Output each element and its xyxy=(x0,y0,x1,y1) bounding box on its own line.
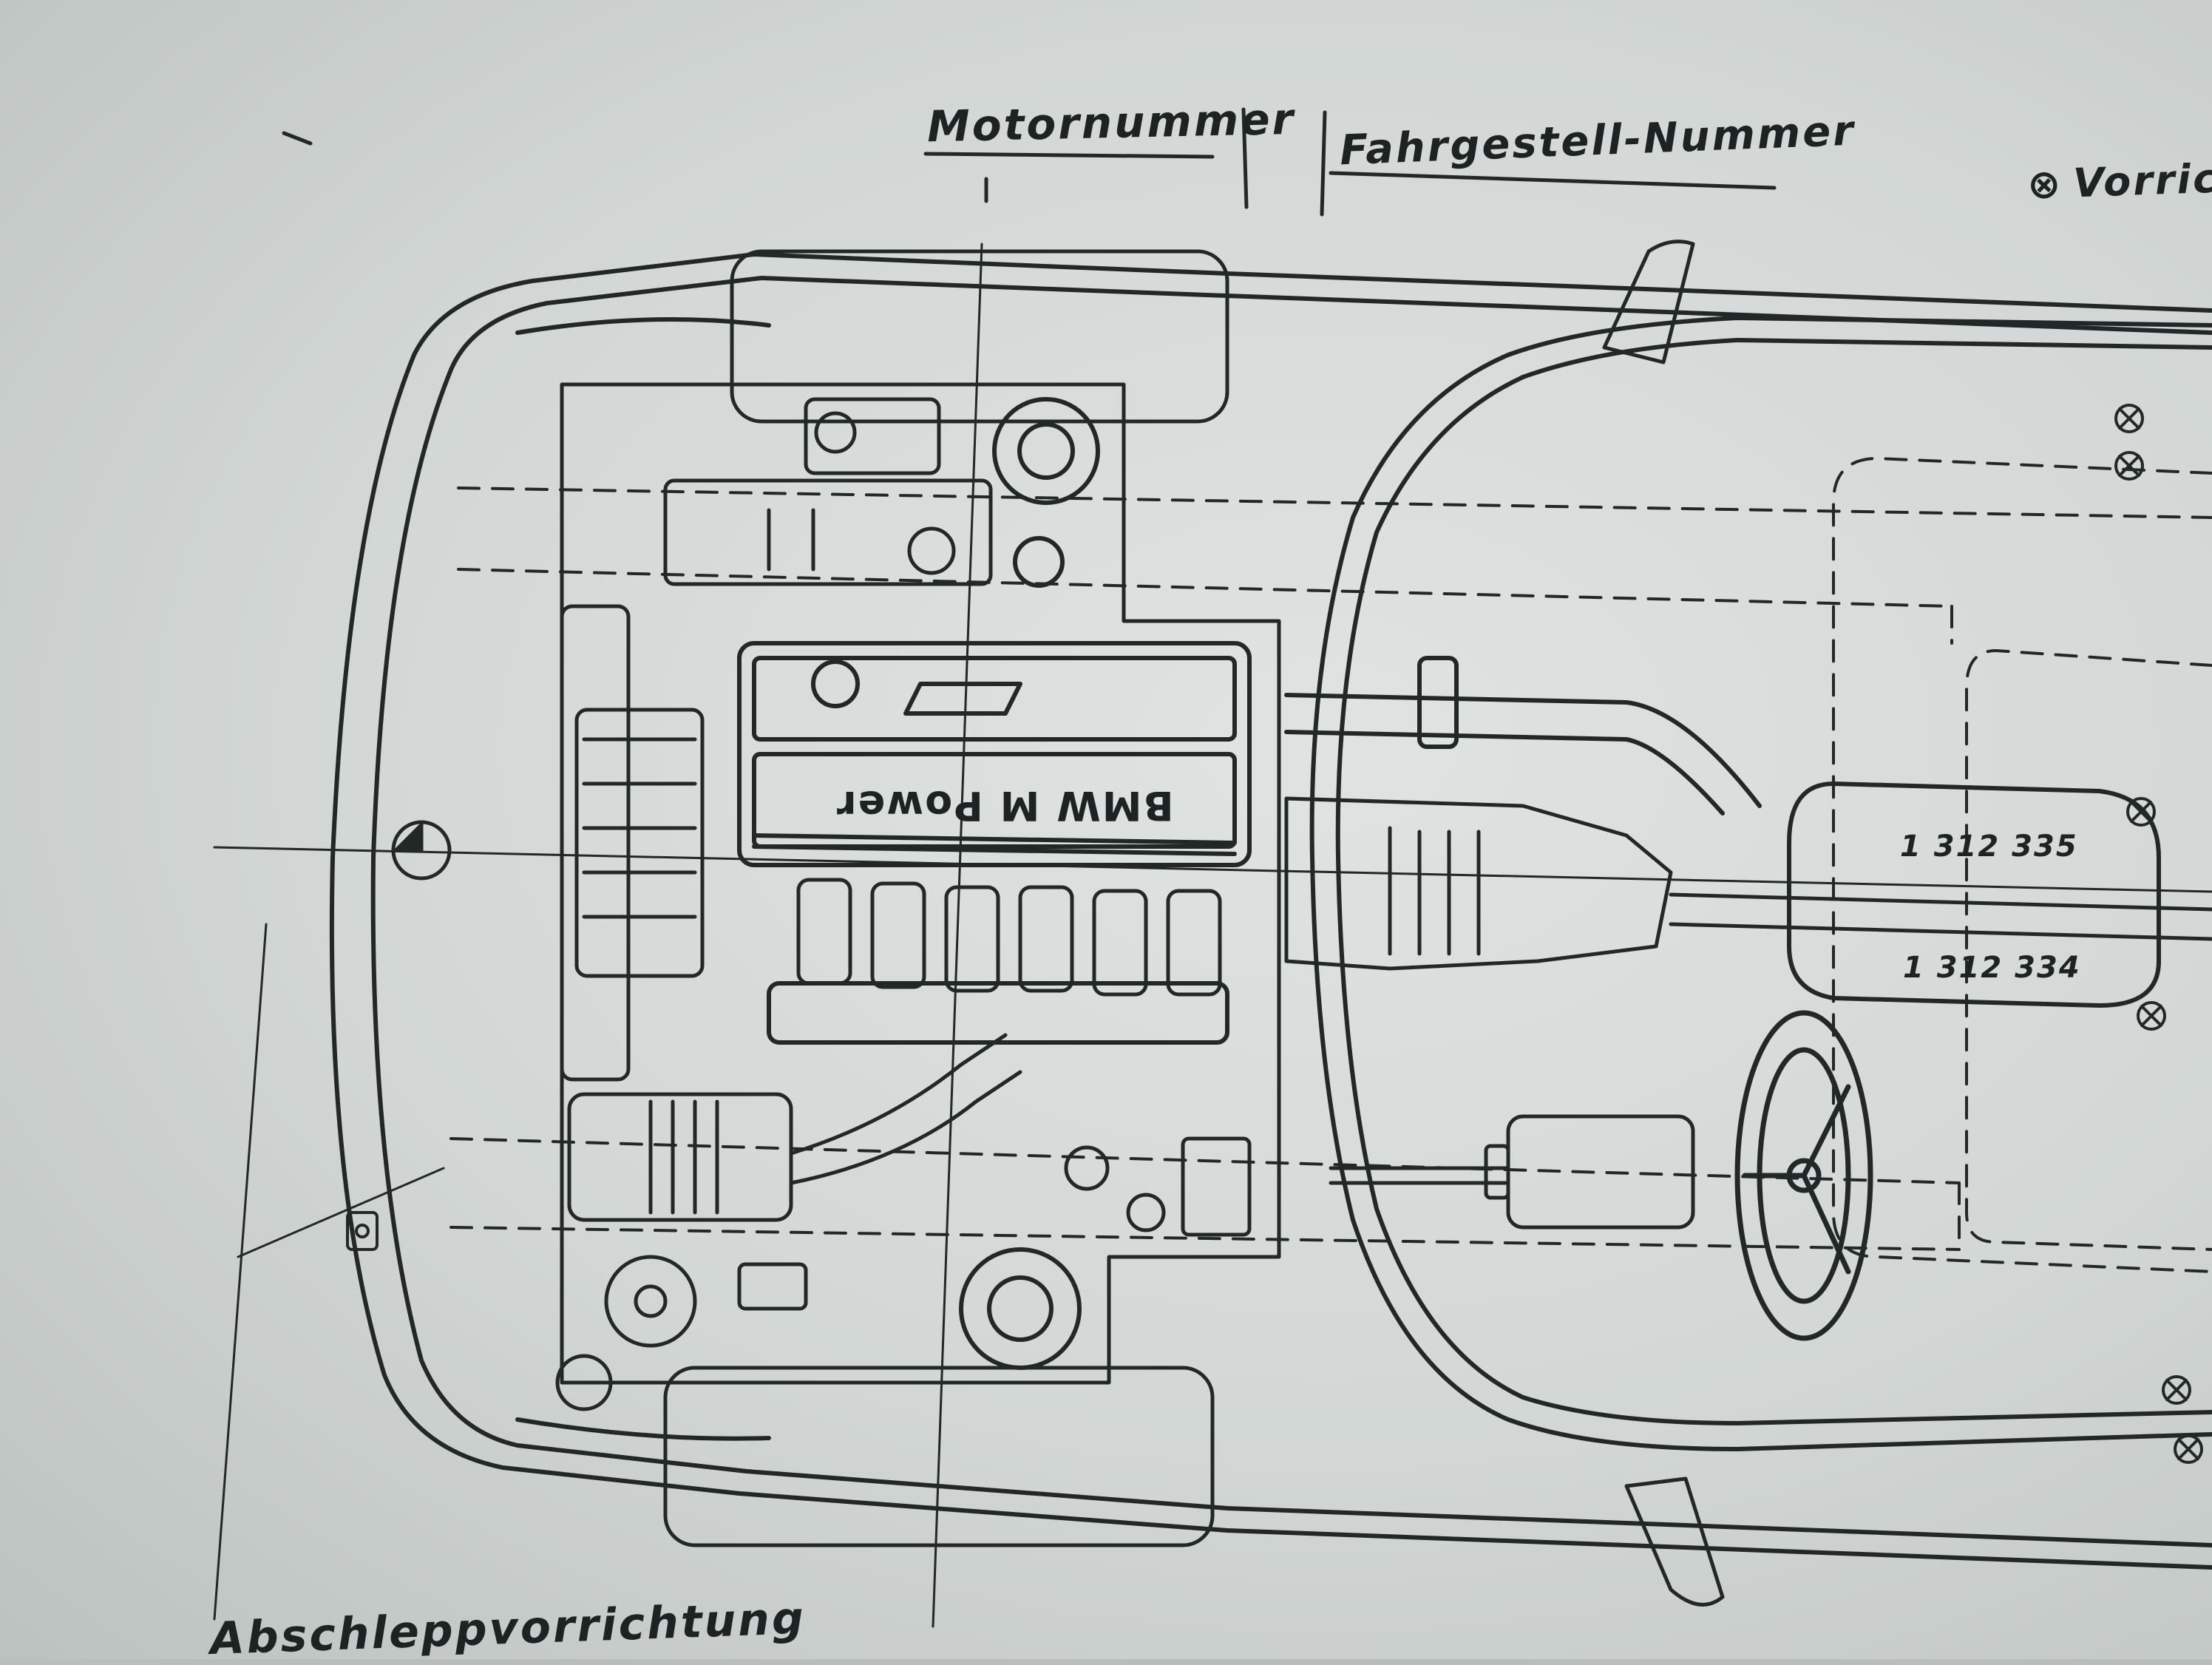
car-body-outline xyxy=(329,252,2212,1570)
engine-cover-text: BMW M Power xyxy=(835,782,1174,829)
mirrors xyxy=(1602,240,1725,1607)
air-filter xyxy=(567,1033,1022,1222)
intake-runners xyxy=(796,878,1222,997)
engine-bay xyxy=(560,249,1281,1547)
windshield-frame xyxy=(1309,316,2212,1451)
engine-block xyxy=(737,641,1252,1045)
device-legend: ⊗Vorric xyxy=(2026,155,2212,208)
engine-number-label: Motornummer xyxy=(926,93,1296,152)
strut-towers xyxy=(959,397,1100,1370)
mounting-point-icon: ⊗ xyxy=(2026,160,2064,208)
dashed-floor-lines xyxy=(449,457,2212,1273)
steering-wheel xyxy=(1734,1010,1873,1341)
part-number-2: 1 312 334 xyxy=(1903,951,2081,985)
tow-hook-point xyxy=(346,1211,379,1251)
battery xyxy=(663,397,993,586)
label-underlines xyxy=(282,107,1777,217)
mounting-points xyxy=(2114,404,2203,1464)
hood-emblem xyxy=(391,820,452,881)
transmission xyxy=(1284,796,2212,971)
reference-lines xyxy=(213,243,2212,1628)
steering-column xyxy=(1329,1114,1695,1230)
radiator xyxy=(560,604,705,1082)
part-number-1: 1 312 335 xyxy=(1900,830,2078,864)
brake-booster xyxy=(555,1136,1252,1411)
device-legend-text: Vorric xyxy=(2072,155,2212,207)
